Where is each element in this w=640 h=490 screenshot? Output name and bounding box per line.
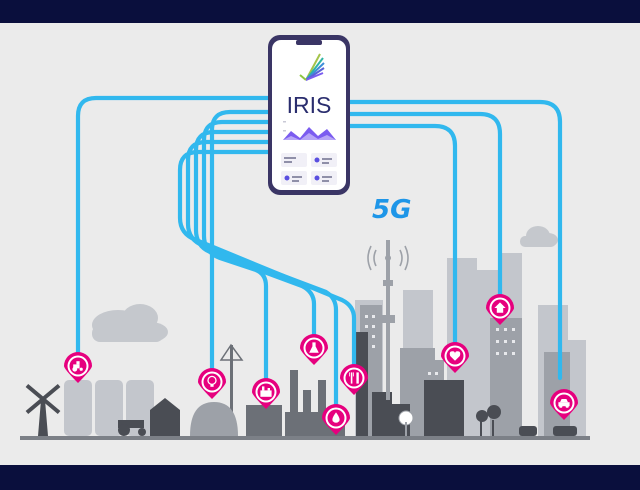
industrial-zone [219,343,345,436]
5g-badge: 5G [372,195,411,225]
pin-flask [300,334,328,365]
tractor-icon [72,361,83,372]
tractor [118,420,146,436]
pin-tractor [64,352,92,383]
cloud-right [520,226,558,247]
connection-line-3 [346,111,503,303]
car-icon [558,399,570,408]
cloud-left [92,304,168,342]
smartphone: IRIS [268,35,350,195]
cell-tower [367,240,409,400]
phone-notch [296,40,322,45]
pin-restaurant [340,364,368,395]
water-drop-icon [332,412,340,423]
farm-zone [25,380,238,436]
windmill [25,383,61,436]
pin-factory [252,378,280,409]
home-icon [494,302,506,313]
svg-text:5G: 5G [372,195,411,225]
connection-line-2 [346,99,563,381]
lightbulb-icon [207,375,217,387]
pin-inner [203,373,221,391]
iris-logo-mark [299,53,325,81]
bottom-band [0,465,640,490]
flask-icon [309,342,319,353]
connection-line-1 [75,95,273,355]
pin-home [486,294,514,325]
pin-water [322,404,350,435]
pin-car [550,389,578,420]
heartbeat-icon [449,351,461,361]
top-band [0,0,640,23]
connection-lines [75,95,563,409]
app-logo-text: IRIS [287,92,332,118]
pin-health [441,342,469,373]
fork-knife-icon [349,372,359,384]
connection-line-4 [346,123,458,348]
pin-lightbulb [198,368,226,399]
connection-line-9 [177,149,357,369]
street-details [374,405,577,436]
pin-inner [345,369,363,387]
sector-pins [64,294,578,435]
ground-line [20,436,590,440]
factory-icon [260,386,272,397]
app-stat-cards [281,153,337,185]
app-area-chart [283,121,336,140]
